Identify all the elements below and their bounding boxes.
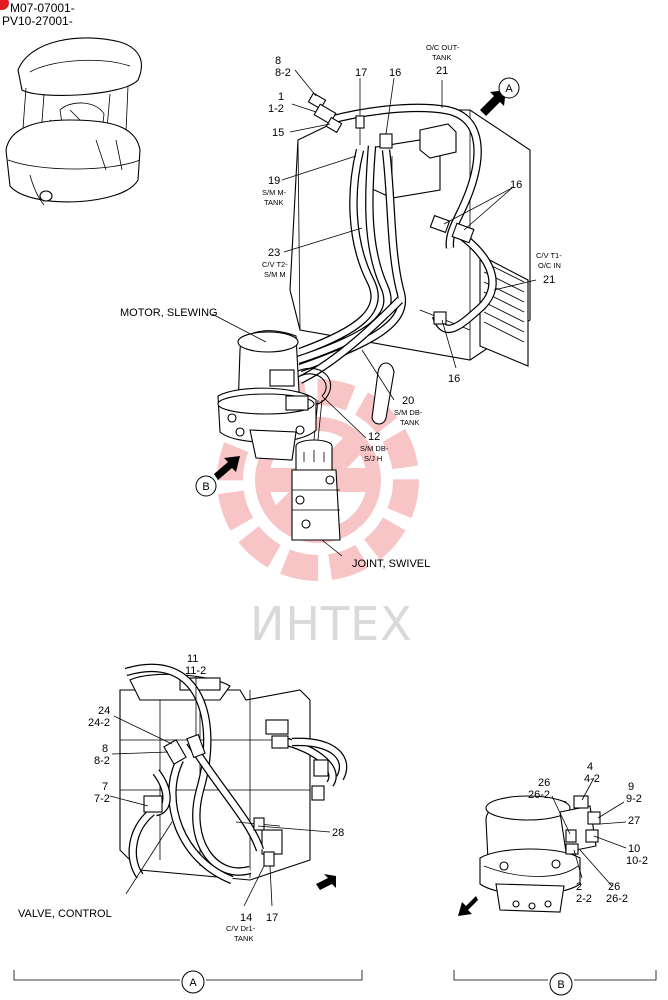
arrow-out-a-icon: [316, 874, 336, 890]
sm-m-tank-line-1: S/M M-: [262, 188, 287, 197]
callout-24: 24: [98, 705, 110, 717]
footer-label-a: A: [189, 977, 197, 989]
arrow-a-icon: A: [480, 77, 520, 116]
upper-assembly-view: A B 8 8-2: [120, 43, 562, 570]
callout-11: 11: [187, 653, 198, 665]
oc-out-tank-line-1: O/C OUT-: [426, 43, 460, 52]
callout-26-2-top: 26-2: [528, 789, 550, 801]
callout-23: 23: [268, 247, 280, 259]
callout-19: 19: [268, 175, 280, 187]
cv-t1-oc-in-line-1: C/V T1-: [536, 251, 562, 260]
callout-4-2: 4-2: [584, 773, 600, 785]
cv-dr1-tank-line-1: C/V Dr1-: [226, 924, 256, 933]
watermark-text: ИНТЕХ: [250, 597, 413, 651]
upper-leader-lines: [211, 69, 537, 557]
arrow-b-icon: B: [195, 456, 240, 497]
cv-t1-oc-in-line-2: O/C IN: [538, 261, 561, 270]
sm-db-tank-line-2: TANK: [400, 418, 419, 427]
callout-21-right: 21: [543, 274, 555, 286]
callout-16-bottom: 16: [448, 373, 460, 385]
header: M07-07001- PV10-27001-: [0, 0, 75, 28]
callout-2: 2: [576, 881, 582, 893]
callout-4: 4: [587, 761, 593, 773]
callout-17: 17: [355, 67, 367, 79]
callout-10-2: 10-2: [626, 855, 648, 867]
arrow-out-b-icon: [458, 896, 478, 916]
callout-8-2-a: 8-2: [94, 755, 110, 767]
callout-16-right: 16: [510, 179, 522, 191]
label-motor-slewing: MOTOR, SLEWING: [120, 307, 218, 319]
callout-21-top: 21: [436, 65, 448, 77]
callout-15: 15: [272, 127, 284, 139]
callout-28: 28: [332, 827, 344, 839]
callout-11-2: 11-2: [185, 665, 206, 677]
sm-db-sjh-line-1: S/M DB-: [360, 444, 389, 453]
callout-14: 14: [240, 912, 252, 924]
callout-7: 7: [102, 781, 108, 793]
cv-t2-sm-m-line-2: S/M M: [264, 270, 286, 279]
callout-26-top: 26: [538, 777, 550, 789]
callout-2-2: 2-2: [576, 893, 592, 905]
excavator-thumbnail: [5, 37, 142, 206]
callout-7-2: 7-2: [94, 793, 110, 805]
callout-8-2: 8-2: [275, 67, 291, 79]
callout-17-a: 17: [266, 912, 278, 924]
sm-db-sjh-line-2: S/J H: [364, 454, 382, 463]
callout-12: 12: [368, 431, 380, 443]
footer-view-labels: A B: [13, 970, 657, 996]
sm-db-tank-line-1: S/M DB-: [394, 408, 423, 417]
callout-1: 1: [278, 91, 284, 103]
arrow-a-label: A: [505, 83, 513, 95]
swivel-joint: [291, 439, 341, 541]
callout-16-top: 16: [389, 67, 401, 79]
callout-26-bottom: 26: [608, 881, 620, 893]
view-a-control-valve: 11 11-2 24 24-2 8 8-2 7 7-2 28 14 C/V Dr…: [18, 653, 348, 943]
footer-label-b: B: [557, 979, 564, 991]
callout-27: 27: [628, 815, 640, 827]
oc-out-tank-line-2: TANK: [432, 53, 451, 62]
callout-9: 9: [628, 781, 634, 793]
slewing-motor: [217, 330, 317, 461]
cv-dr1-tank-line-2: TANK: [234, 934, 253, 943]
arrow-b-label: B: [202, 481, 209, 493]
sm-m-tank-line-2: TANK: [264, 198, 283, 207]
callout-26-2-bottom: 26-2: [606, 893, 628, 905]
top-fittings: [307, 92, 475, 325]
upper-callouts: 8 8-2 1 1-2 15 17 16 O/C OUT- TANK 21 19…: [120, 43, 562, 570]
view-b-slewing-motor: 4 4-2 9 9-2 26 26-2 27 10 10-2 2 2-2 26 …: [458, 761, 648, 916]
callout-1-2: 1-2: [268, 103, 284, 115]
callout-8: 8: [275, 55, 281, 67]
header-line-2: PV10-27001-: [2, 14, 73, 28]
label-joint-swivel: JOINT, SWIVEL: [352, 558, 430, 570]
callout-10: 10: [628, 843, 640, 855]
callout-24-2: 24-2: [88, 717, 110, 729]
callout-8-a: 8: [102, 743, 108, 755]
label-valve-control: VALVE, CONTROL: [18, 908, 112, 920]
badge-icon: [0, 0, 9, 10]
header-line-1: M07-07001-: [10, 1, 75, 15]
cv-t2-sm-m-line-1: C/V T2-: [262, 260, 288, 269]
callout-20: 20: [402, 395, 414, 407]
callout-9-2: 9-2: [626, 793, 642, 805]
